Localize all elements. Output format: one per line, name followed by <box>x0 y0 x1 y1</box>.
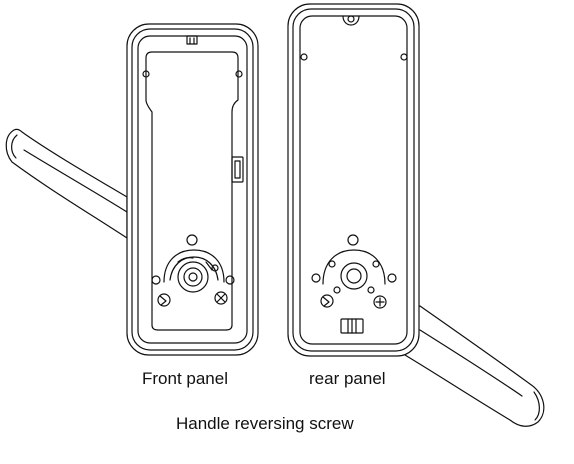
front-panel <box>126 23 259 356</box>
rear-panel-label: rear panel <box>309 369 386 388</box>
front-panel-label: Front panel <box>142 369 228 388</box>
handle-reversing-screw-label: Handle reversing screw <box>176 414 354 433</box>
front-lever-handle <box>5 128 128 239</box>
rear-lever-handle <box>399 305 545 427</box>
rear-panel <box>287 3 420 357</box>
